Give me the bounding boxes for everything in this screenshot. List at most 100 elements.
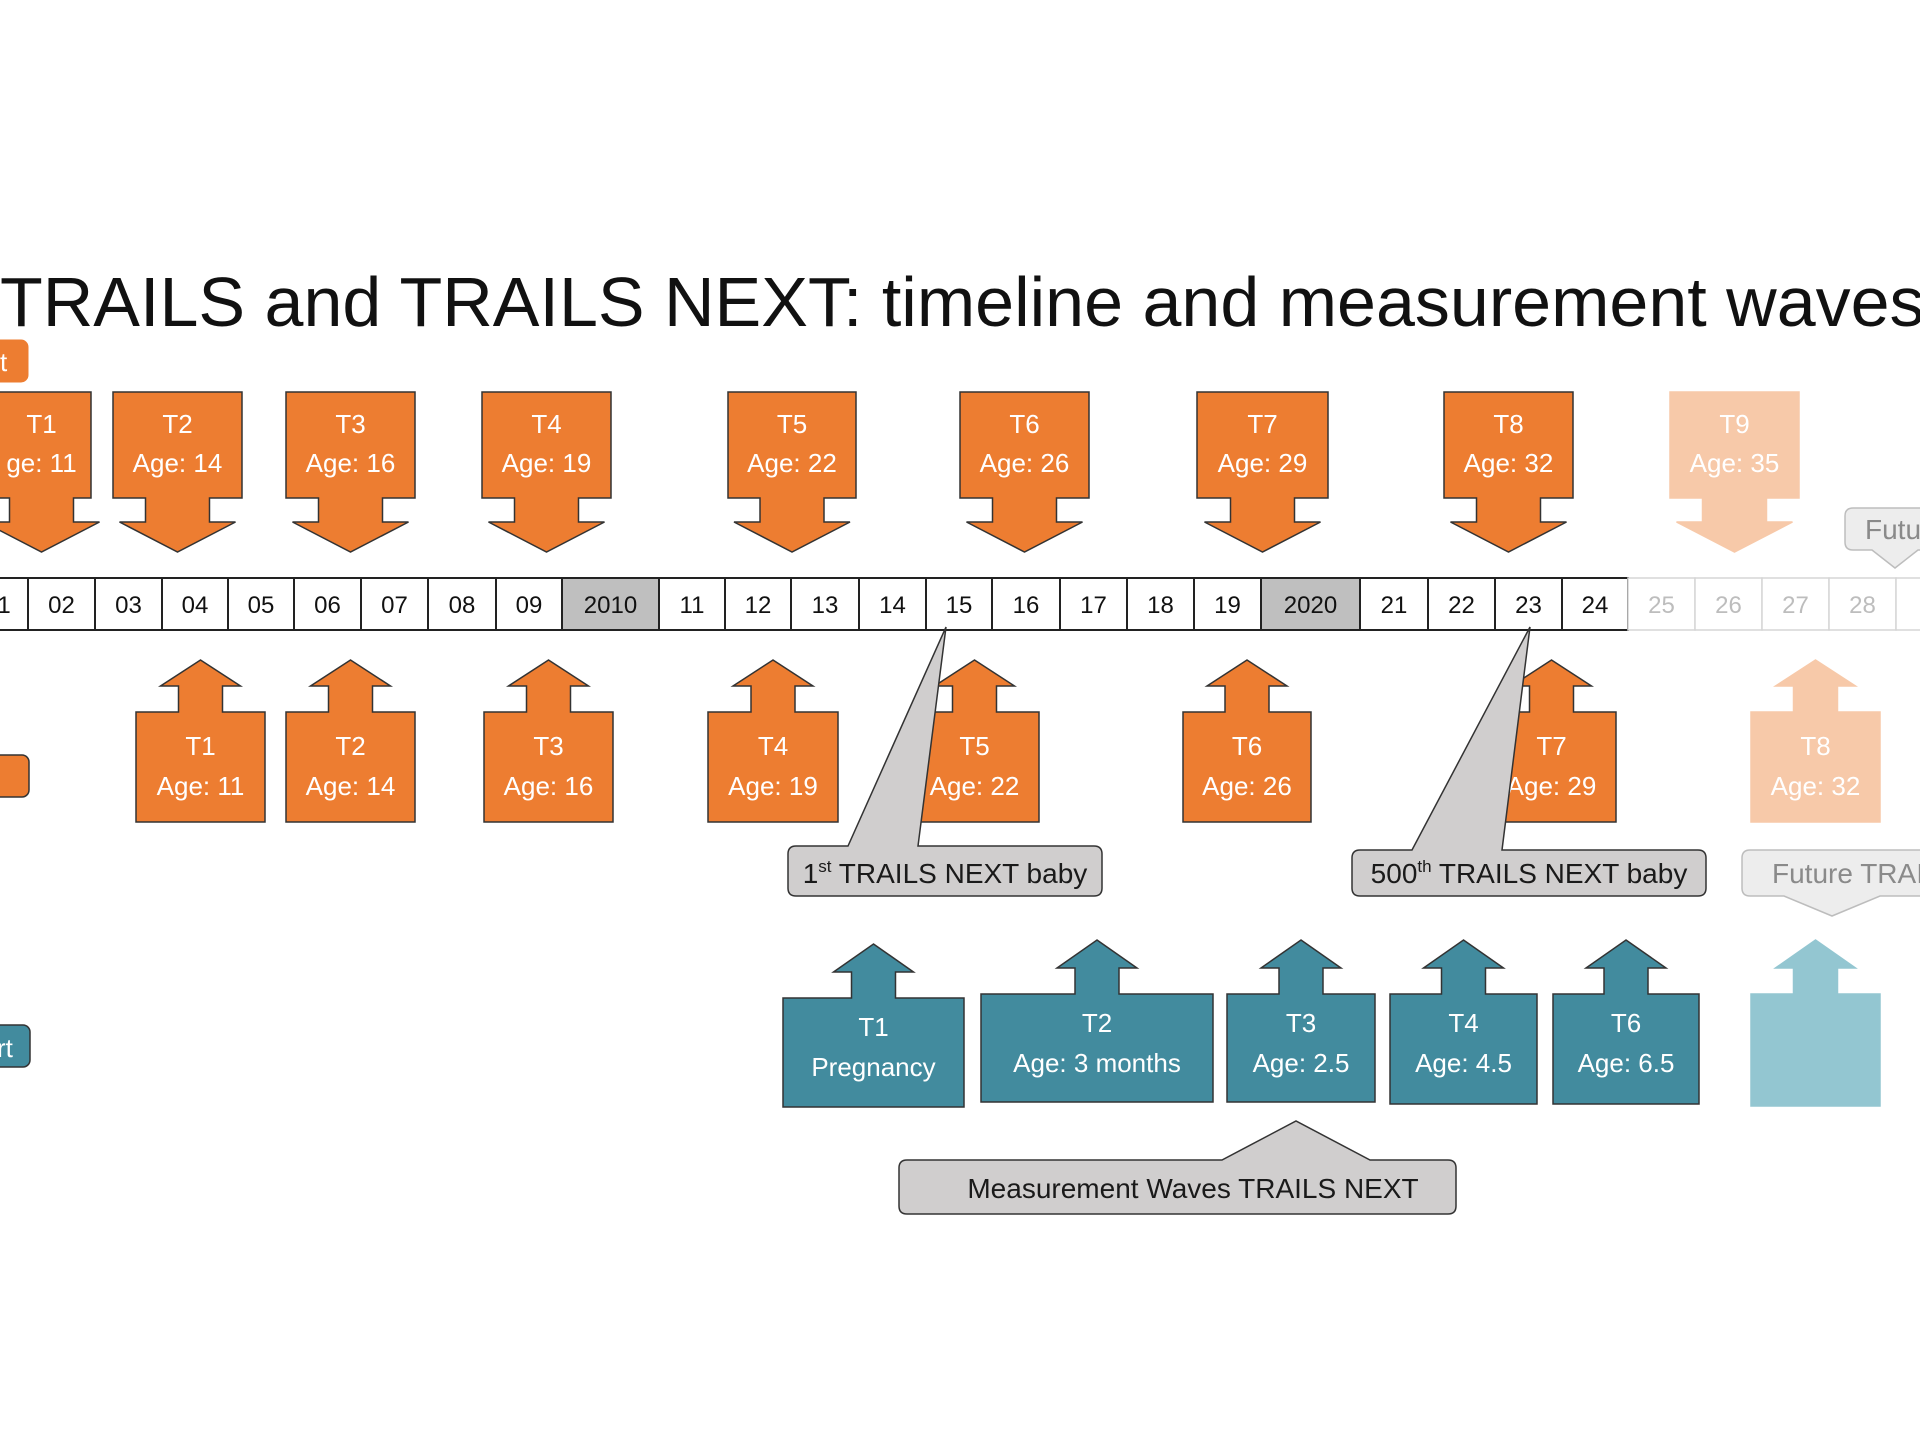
year-cell: 15 xyxy=(925,577,993,631)
wave-age: ge: 11 xyxy=(6,448,76,478)
wave-label: T5 xyxy=(777,409,807,439)
wave-age: Age: 22 xyxy=(930,771,1020,801)
year-label: 05 xyxy=(248,592,275,619)
wave-age: Age: 14 xyxy=(133,448,223,478)
wave-age: Age: 16 xyxy=(306,448,396,478)
wave-age: Age: 14 xyxy=(306,771,396,801)
wave-age: Age: 32 xyxy=(1464,448,1554,478)
year-cell: 16 xyxy=(991,577,1061,631)
wave-label: T2 xyxy=(162,409,192,439)
year-label: 03 xyxy=(115,592,142,619)
year-cell: 22 xyxy=(1427,577,1496,631)
year-cell: 12 xyxy=(724,577,792,631)
year-label: 1 xyxy=(0,592,11,619)
callout-text: Futu xyxy=(1865,514,1920,545)
year-label: 28 xyxy=(1849,592,1876,619)
wave-label: T5 xyxy=(959,731,989,761)
wave-age: Age: 26 xyxy=(1202,771,1292,801)
year-label: 02 xyxy=(48,592,75,619)
clipped-row-label-trails-bottom xyxy=(0,754,30,798)
year-label: 13 xyxy=(812,592,839,619)
wave-label: T7 xyxy=(1247,409,1277,439)
year-label: 19 xyxy=(1214,592,1241,619)
wave-label: T1 xyxy=(185,731,215,761)
wave-label: T9 xyxy=(1719,409,1749,439)
year-cell: 27 xyxy=(1761,577,1830,631)
wave-age: Age: 16 xyxy=(504,771,594,801)
wave-label: T3 xyxy=(1286,1008,1316,1038)
year-label: 14 xyxy=(879,592,906,619)
year-label: 11 xyxy=(680,592,705,619)
wave-age: Age: 22 xyxy=(747,448,837,478)
year-label: 26 xyxy=(1715,592,1742,619)
wave-label: T2 xyxy=(1082,1008,1112,1038)
year-cell xyxy=(1895,577,1920,631)
year-label: 2010 xyxy=(584,592,637,619)
wave-label: T4 xyxy=(531,409,561,439)
wave-label: T6 xyxy=(1009,409,1039,439)
clipped-row-label-text: t xyxy=(0,347,8,377)
wave-label: T8 xyxy=(1493,409,1523,439)
callout-text: Future TRAI xyxy=(1772,858,1920,889)
wave-age: Age: 3 months xyxy=(1013,1048,1181,1078)
wave-label: T4 xyxy=(1448,1008,1478,1038)
year-cell: 28 xyxy=(1828,577,1897,631)
year-cell: 13 xyxy=(790,577,860,631)
year-label: 06 xyxy=(314,592,341,619)
year-cell: 21 xyxy=(1359,577,1429,631)
callout-future-top: Futu xyxy=(1844,507,1920,569)
wave-age: Age: 29 xyxy=(1218,448,1308,478)
year-label: 25 xyxy=(1648,592,1675,619)
year-cell: 2010 xyxy=(561,577,660,631)
wave-age: Pregnancy xyxy=(811,1052,935,1082)
year-label: 12 xyxy=(745,592,772,619)
wave-age: Age: 11 xyxy=(157,771,245,801)
year-label: 24 xyxy=(1582,592,1609,619)
callout-text: 1st TRAILS NEXT baby xyxy=(803,857,1088,889)
callout-500th-trails-next-baby: 500th TRAILS NEXT baby xyxy=(1351,626,1707,897)
year-label: 04 xyxy=(182,592,209,619)
year-cell: 07 xyxy=(360,577,429,631)
year-label: 07 xyxy=(381,592,408,619)
wave-age: Age: 6.5 xyxy=(1578,1048,1675,1078)
callout-future-bottom: Future TRAI xyxy=(1741,849,1920,917)
year-cell: 17 xyxy=(1059,577,1128,631)
year-cell: 03 xyxy=(94,577,163,631)
year-label: 21 xyxy=(1381,592,1408,619)
wave-age: Age: 19 xyxy=(728,771,818,801)
trails-next-wave-marker xyxy=(1750,939,1881,1107)
callout-text: 500th TRAILS NEXT baby xyxy=(1371,857,1688,889)
wave-age: Age: 26 xyxy=(980,448,1070,478)
wave-label: T3 xyxy=(533,731,563,761)
callout-text: Measurement Waves TRAILS NEXT xyxy=(967,1173,1418,1204)
year-cell: 05 xyxy=(227,577,295,631)
year-label: 27 xyxy=(1782,592,1809,619)
year-cell: 23 xyxy=(1494,577,1563,631)
wave-age: Age: 2.5 xyxy=(1253,1048,1350,1078)
callout-measurement-waves: Measurement Waves TRAILS NEXT xyxy=(898,1120,1457,1215)
year-label: 18 xyxy=(1147,592,1174,619)
wave-age: Age: 29 xyxy=(1507,771,1597,801)
wave-age: Age: 32 xyxy=(1771,771,1861,801)
clipped-row-label-trails-next: rt xyxy=(0,1024,31,1068)
year-cell: 24 xyxy=(1561,577,1629,631)
wave-age: Age: 35 xyxy=(1690,448,1780,478)
